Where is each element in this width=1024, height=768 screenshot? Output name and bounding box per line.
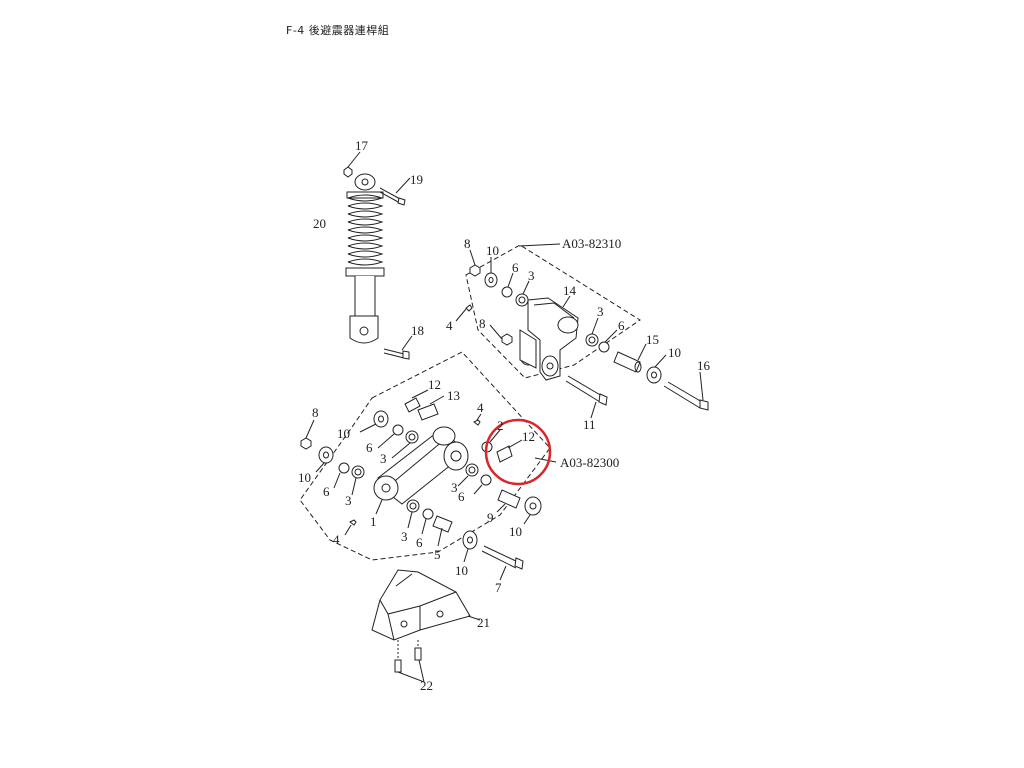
grease-nipple-upper [455,304,473,322]
assembly-label-upper: A03-82310 [562,236,621,251]
upper-assembly-outline [465,244,641,379]
shock-absorber [345,173,385,344]
callout-4-top: 4 [446,318,453,333]
lower-assembly-outline [299,351,551,561]
callout-6-top: 6 [512,260,519,275]
callout-14: 14 [563,283,577,298]
callout-4-mid: 4 [477,400,484,415]
bolt-16 [663,371,709,411]
callout-4-bottom: 4 [333,532,340,547]
callout-3-top: 3 [528,268,535,283]
bracket-14 [519,295,579,381]
linkage-arm-1 [373,426,469,505]
nut-8-upper-2 [501,333,513,346]
callout-6-left: 6 [366,440,373,455]
highlight-circle [484,418,552,486]
callout-17: 17 [355,138,369,153]
callout-10-mid: 10 [509,524,522,539]
callout-7: 7 [495,580,502,595]
nut-17 [343,151,361,178]
callout-5: 5 [434,547,441,562]
callout-3-mid: 3 [451,480,458,495]
callout-10-bottom: 10 [455,563,468,578]
spacer-15 [613,343,647,373]
callout-12-top: 12 [428,377,441,392]
page-title: F-4 後避震器連桿組 [286,24,390,37]
callout-6-left-low: 6 [323,484,330,499]
callout-15: 15 [646,332,659,347]
callout-12-circled: 12 [522,429,535,444]
callout-6-right: 6 [618,318,625,333]
callout-10-right: 10 [668,345,681,360]
callout-8-mid: 8 [479,316,486,331]
callout-9: 9 [487,510,494,525]
grease-nipple-lower [349,519,357,526]
bolt-18 [383,335,413,360]
callout-6-bottom: 6 [416,535,423,550]
callout-13: 13 [447,388,460,403]
bolts-22 [394,640,425,683]
callout-18: 18 [411,323,424,338]
callout-3-bottom: 3 [401,529,408,544]
callout-22: 22 [420,678,433,693]
callout-11: 11 [583,417,596,432]
bolt-7 [481,545,524,581]
callout-1: 1 [370,514,377,529]
callout-10-left: 10 [337,426,350,441]
bolt-11 [565,375,608,419]
callout-19: 19 [410,172,423,187]
callout-3-left: 3 [380,451,387,466]
bolt-19 [379,177,411,206]
callout-6-mid: 6 [458,489,465,504]
callout-3-right: 3 [597,304,604,319]
callout-16: 16 [697,358,711,373]
callout-10-top: 10 [486,243,499,258]
frame-bracket-21 [371,569,481,641]
callout-3-left-low: 3 [345,493,352,508]
callout-20: 20 [313,216,326,231]
assembly-label-lower: A03-82300 [560,455,619,470]
grease-nipple-mid [473,419,481,426]
callout-2: 2 [497,418,504,433]
callout-8-top: 8 [464,236,471,251]
nut-8-upper [469,264,481,277]
callout-8-left: 8 [312,405,319,420]
nut-8-lower [300,437,312,450]
callout-21: 21 [477,615,490,630]
callout-10-left-low: 10 [298,470,311,485]
